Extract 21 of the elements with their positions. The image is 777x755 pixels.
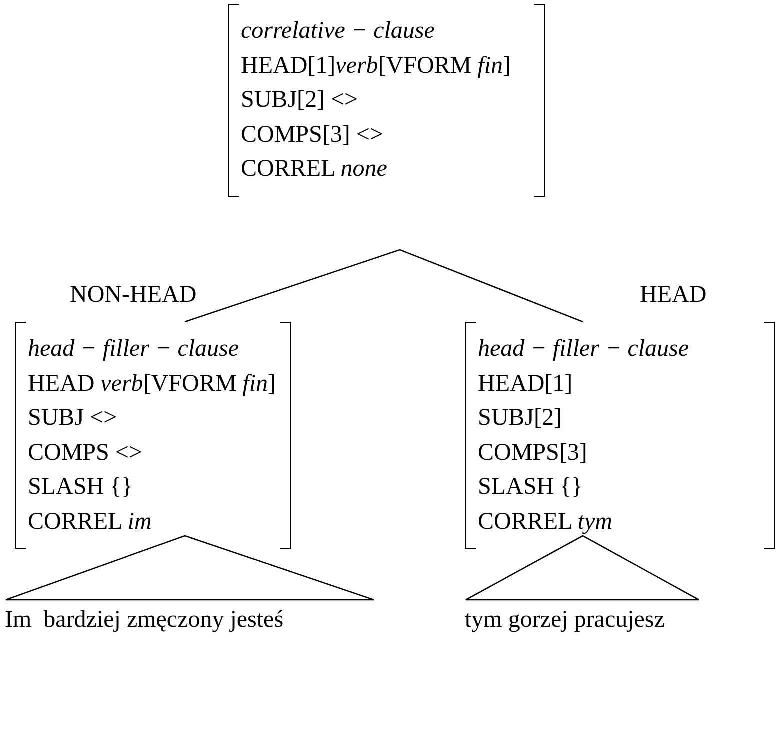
feature-line: COMPS[3] [478, 438, 588, 468]
feature-line: SLASH {} [28, 473, 134, 502]
tree-branch-line [400, 249, 584, 323]
type-label: head − filler − clause [478, 335, 690, 364]
phrase-text: Im bardziej zmęczony jesteś [5, 607, 285, 634]
type-label: head − filler − clause [28, 335, 240, 364]
feature-line: SUBJ <> [28, 404, 118, 433]
feature-line: CORREL none [241, 155, 388, 184]
feature-line: CORREL tym [478, 508, 614, 536]
feature-line: HEAD[1] [478, 370, 574, 398]
feature-line: COMPS[3] <> [241, 120, 384, 150]
feature-line: SLASH {} [478, 473, 584, 502]
feature-line: HEAD[1]verb[VFORM fin] [241, 52, 512, 80]
feature-line: SUBJ[2] <> [241, 86, 360, 115]
feature-line: COMPS <> [28, 438, 144, 468]
phrase-text: tym gorzej pracujesz [465, 607, 666, 634]
feature-line: CORREL im [28, 508, 153, 536]
tree-branch-line [184, 249, 400, 323]
type-label: correlative − clause [241, 17, 436, 46]
feature-line: HEAD verb[VFORM fin] [28, 370, 278, 398]
feature-line: SUBJ[2] [478, 404, 564, 433]
